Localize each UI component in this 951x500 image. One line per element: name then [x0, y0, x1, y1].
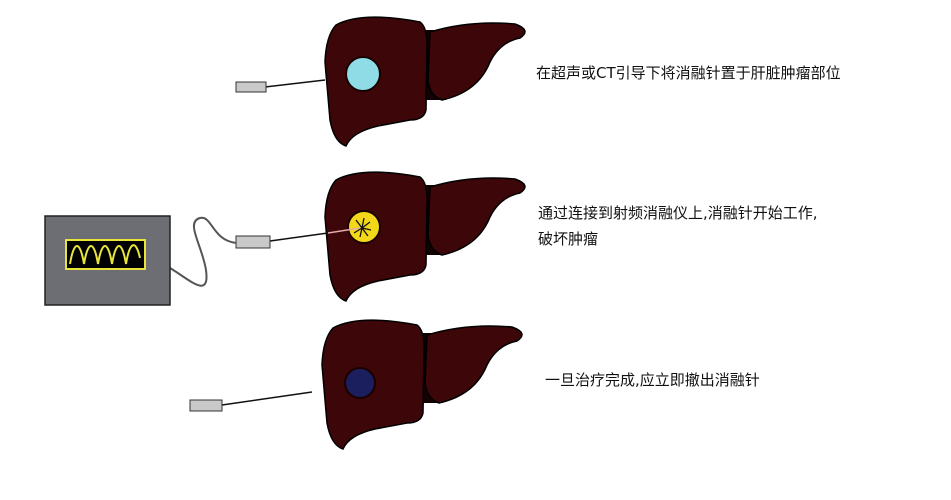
step3-needle [221, 391, 313, 406]
step2-needle [269, 232, 329, 242]
step1-caption: 在超声或CT引导下将消融针置于肝脏肿瘤部位 [536, 64, 841, 82]
step2-caption-line2: 破坏肿瘤 [538, 230, 599, 248]
step1-needle-handle [235, 81, 267, 93]
step1-tumor [345, 56, 381, 92]
step2-caption-line1: 通过连接到射频消融仪上,消融针开始工作, [538, 204, 818, 222]
step3-needle-handle [189, 399, 223, 412]
step2-needle-handle [235, 235, 271, 249]
ablation-tines-icon [353, 217, 372, 238]
cable [169, 216, 237, 287]
step2-caption: 通过连接到射频消融仪上,消融针开始工作, 破坏肿瘤 [538, 200, 818, 252]
step3-tumor [344, 367, 376, 399]
step1-needle [264, 79, 326, 88]
step3-caption: 一旦治疗完成,应立即撤出消融针 [545, 371, 760, 389]
step2-needle-inside [327, 227, 361, 234]
sine-wave-icon [69, 244, 141, 265]
